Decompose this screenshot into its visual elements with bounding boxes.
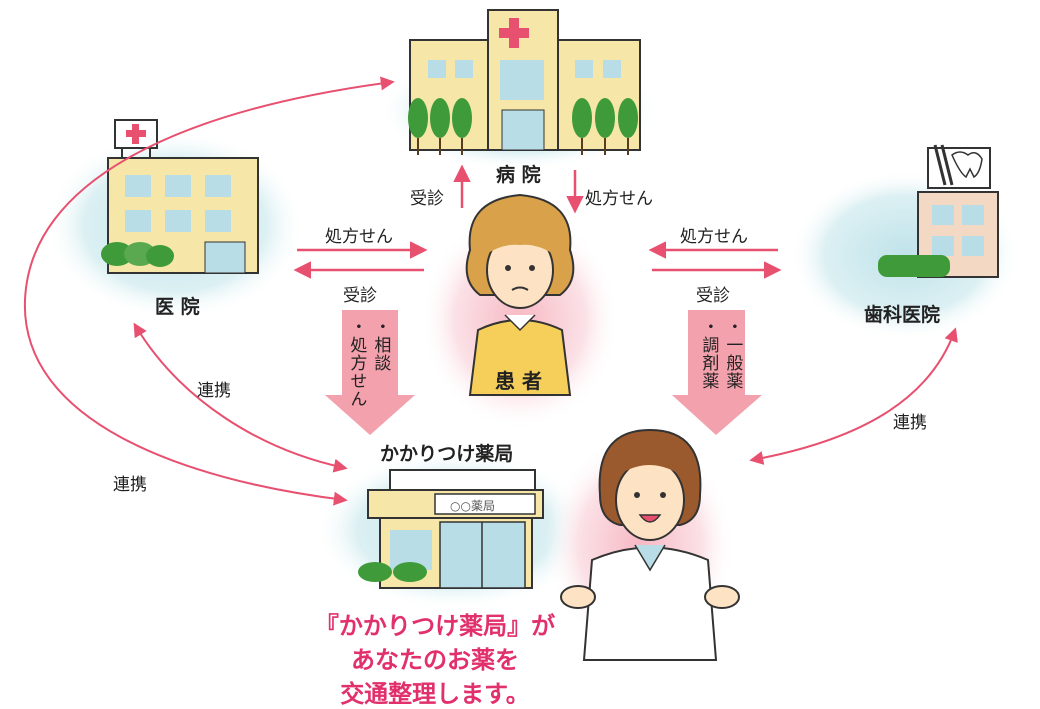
label-renkei-outer: 連携 — [113, 475, 147, 495]
label-shohosen-right: 処方せん — [680, 227, 748, 247]
label-jushin-left: 受診 — [343, 286, 377, 306]
arrow-text-sodan: ・処方せん — [346, 318, 367, 408]
label-renkei-right: 連携 — [893, 413, 927, 433]
label-renkei-inner: 連携 — [197, 381, 231, 401]
label-shohosen-left: 処方せん — [325, 227, 393, 247]
hospital-label: 病 院 — [496, 164, 541, 186]
clinic-label: 医 院 — [155, 296, 200, 318]
arrow-text-chozaiyaku: ・一般薬 — [722, 318, 743, 390]
label-shohosen-top: 処方せん — [585, 189, 653, 209]
message-line-2: あなたのお薬を — [351, 646, 519, 674]
pharmacist-illustration — [560, 428, 740, 661]
link-outer-curve — [23, 76, 395, 506]
message-line-1: 『かかりつけ薬局』が — [314, 612, 556, 640]
pharmacy-label: かかりつけ薬局 — [380, 443, 514, 465]
pharmacy-sign: ○○薬局 — [450, 499, 495, 513]
link-inner-curve — [133, 322, 348, 473]
arrow-text-ippanyaku: ・調剤薬 — [698, 318, 719, 390]
patient-label: 患 者 — [495, 369, 542, 393]
link-right-curve — [749, 327, 958, 465]
label-jushin-right: 受診 — [696, 286, 730, 306]
clinic-building-icon — [101, 119, 259, 274]
hospital-building-icon — [408, 9, 641, 155]
label-jushin-top: 受診 — [410, 189, 444, 209]
dental-clinic-label: 歯科医院 — [864, 304, 941, 326]
message-line-3: 交通整理します。 — [340, 680, 530, 708]
arrow-text-shohosen: ・相談 — [370, 318, 391, 372]
big-arrow-right — [672, 310, 762, 435]
pharmacy-building-icon — [358, 469, 544, 589]
dental-clinic-building-icon — [878, 144, 999, 278]
patient-illustration — [465, 193, 575, 396]
